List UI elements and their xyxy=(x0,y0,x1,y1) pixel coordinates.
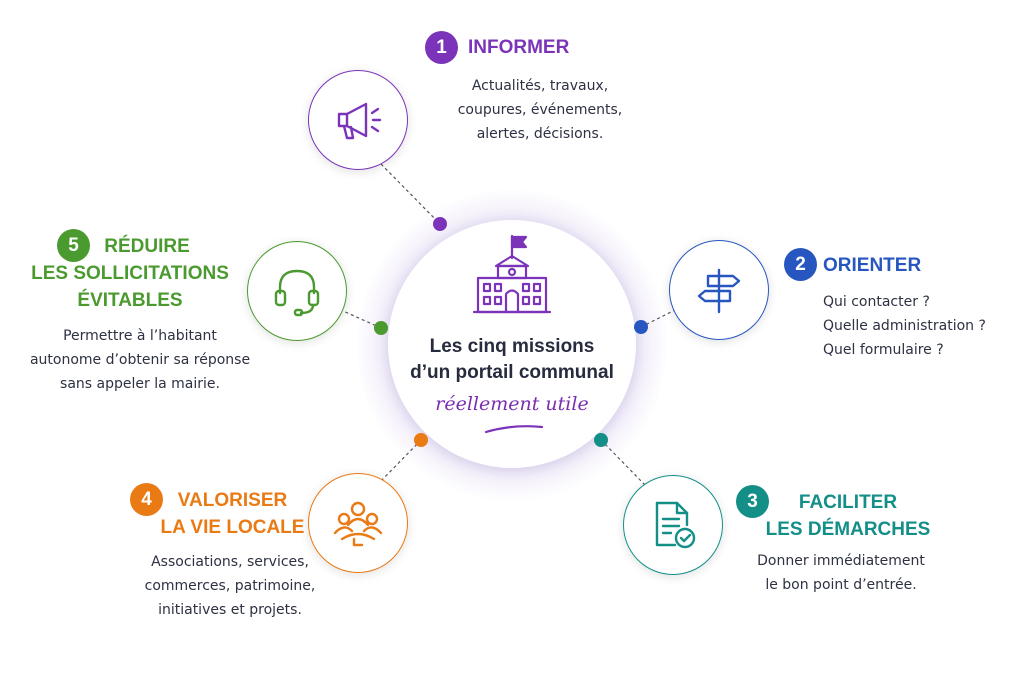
description-line: Associations, services, xyxy=(151,554,309,570)
mission-title-line: INFORMER xyxy=(468,37,570,58)
mission-2-connector-dot xyxy=(634,320,648,334)
mission-3-icon-circle xyxy=(623,475,723,575)
description-line: coupures, événements, xyxy=(457,102,623,118)
description-line: Quelle administration ? xyxy=(823,318,986,334)
description-line: commerces, patrimoine, xyxy=(144,578,316,594)
mission-4-title: VALORISER LA VIE LOCALE xyxy=(150,487,315,541)
mission-4-icon-circle xyxy=(308,473,408,573)
mission-5-connector-dot xyxy=(374,321,388,335)
mission-3-title: FACILITER LES DÉMARCHES xyxy=(763,489,933,543)
mission-title-line: FACILITER xyxy=(798,492,898,513)
town-hall-icon xyxy=(472,234,552,314)
description-line: Permettre à l’habitant xyxy=(63,328,217,344)
description-line: autonome d’obtenir sa réponse xyxy=(29,352,251,368)
mission-5-title: RÉDUIRE LES SOLLICITATIONS ÉVITABLES xyxy=(20,233,240,314)
mission-4-description: Associations, services, commerces, patri… xyxy=(120,550,340,622)
connector-line-3 xyxy=(600,439,646,486)
mission-2-description: Qui contacter ? Quelle administration ? … xyxy=(823,290,986,362)
center-title: Les cinq missions d’un portail communal xyxy=(400,334,624,386)
description-line: Quel formulaire ? xyxy=(823,342,944,358)
mission-5-description: Permettre à l’habitant autonome d’obteni… xyxy=(20,324,260,396)
subtitle-underline xyxy=(484,425,544,434)
mission-1-connector-dot xyxy=(433,217,447,231)
mission-3-description: Donner immédiatement le bon point d’entr… xyxy=(751,549,931,597)
mission-3-connector-dot xyxy=(594,433,608,447)
description-line: Actualités, travaux, xyxy=(471,78,609,94)
mission-title-line: VALORISER xyxy=(177,490,288,511)
mission-1-title: INFORMER xyxy=(468,34,569,61)
document-check-icon xyxy=(655,501,696,549)
mission-title-line: LES DÉMARCHES xyxy=(765,519,931,540)
description-line: alertes, décisions. xyxy=(476,126,604,142)
center-subtitle: réellement utile xyxy=(435,393,589,415)
mission-2-title: ORIENTER xyxy=(823,252,921,279)
headset-icon xyxy=(274,269,320,317)
community-icon xyxy=(333,501,383,547)
mission-1-number-badge: 1 xyxy=(425,31,458,64)
mission-3-number-badge: 3 xyxy=(736,485,769,518)
description-line: Qui contacter ? xyxy=(823,294,930,310)
connector-line-1 xyxy=(380,163,441,225)
megaphone-icon xyxy=(337,102,382,140)
mission-5-icon-circle xyxy=(247,241,347,341)
description-line: sans appeler la mairie. xyxy=(60,376,220,392)
mission-title-line: RÉDUIRE xyxy=(104,236,190,257)
mission-1-icon-circle xyxy=(308,70,408,170)
mission-2-number-badge: 2 xyxy=(784,248,817,281)
description-line: initiatives et projets. xyxy=(158,602,302,618)
mission-2-icon-circle xyxy=(669,240,769,340)
mission-1-description: Actualités, travaux, coupures, événement… xyxy=(440,74,640,146)
connector-line-4 xyxy=(378,439,422,484)
description-line: Donner immédiatement xyxy=(757,553,925,569)
signpost-icon xyxy=(697,268,741,314)
mission-4-connector-dot xyxy=(414,433,428,447)
description-line: le bon point d’entrée. xyxy=(765,577,917,593)
mission-title-line: LES SOLLICITATIONS xyxy=(31,263,229,284)
center-title-line: Les cinq missions xyxy=(429,336,595,357)
mission-title-line: ORIENTER xyxy=(823,255,922,276)
center-title-line: d’un portail communal xyxy=(410,362,614,383)
mission-4-number-badge: 4 xyxy=(130,483,163,516)
mission-title-line: ÉVITABLES xyxy=(77,290,183,311)
mission-title-line: LA VIE LOCALE xyxy=(160,517,305,538)
mission-5-number-badge: 5 xyxy=(57,229,90,262)
